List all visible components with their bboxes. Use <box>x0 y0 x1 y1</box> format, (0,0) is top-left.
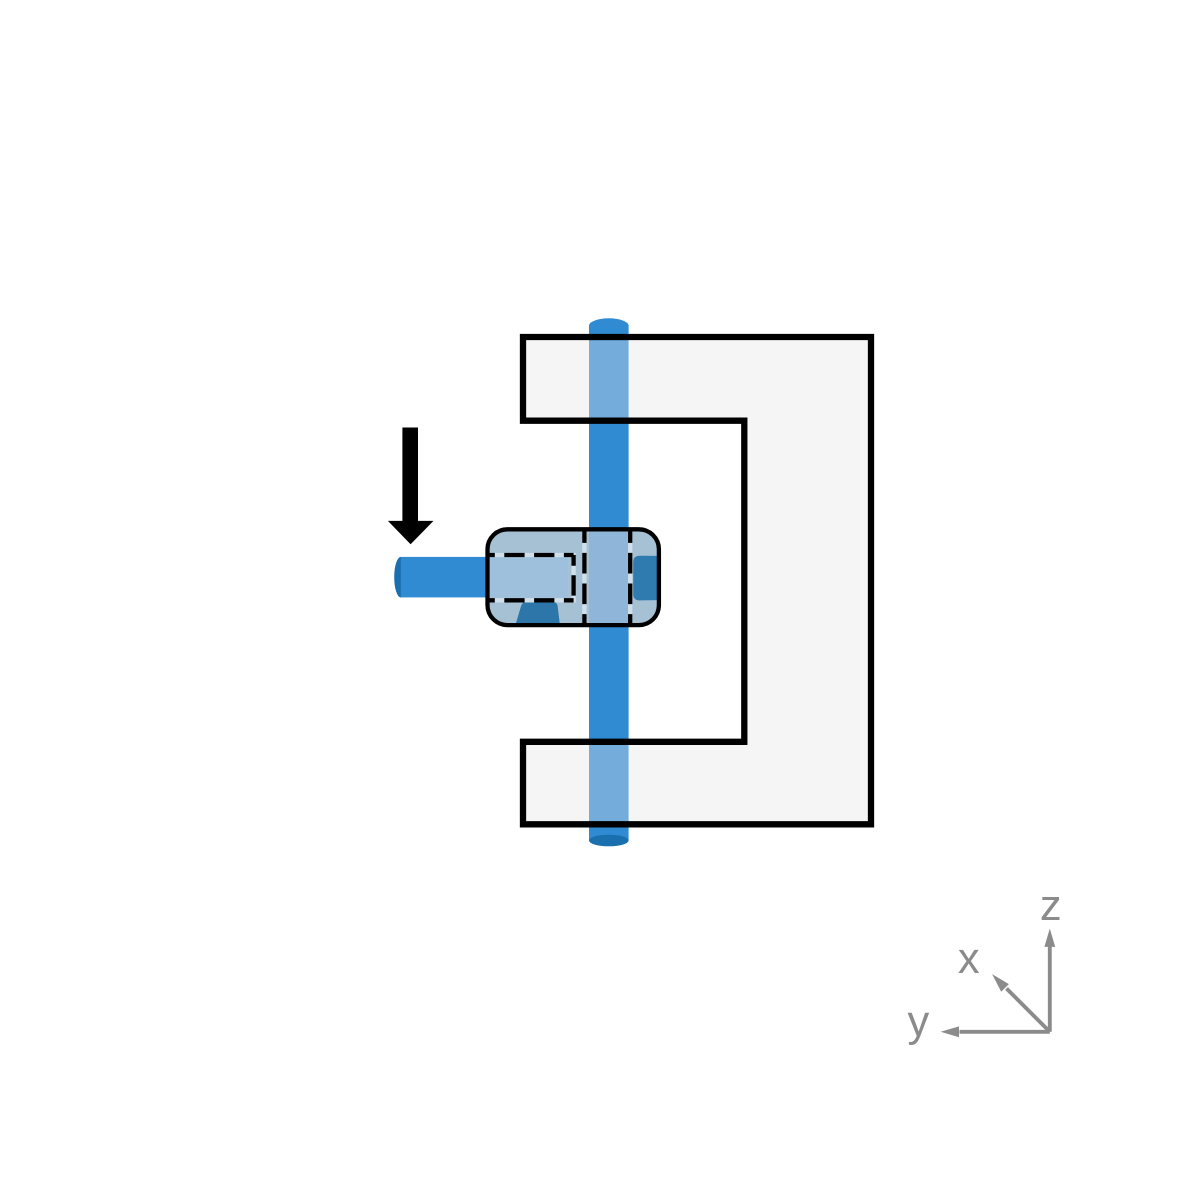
svg-text:x: x <box>958 935 980 983</box>
svg-text:y: y <box>908 998 930 1046</box>
svg-text:z: z <box>1040 882 1062 930</box>
